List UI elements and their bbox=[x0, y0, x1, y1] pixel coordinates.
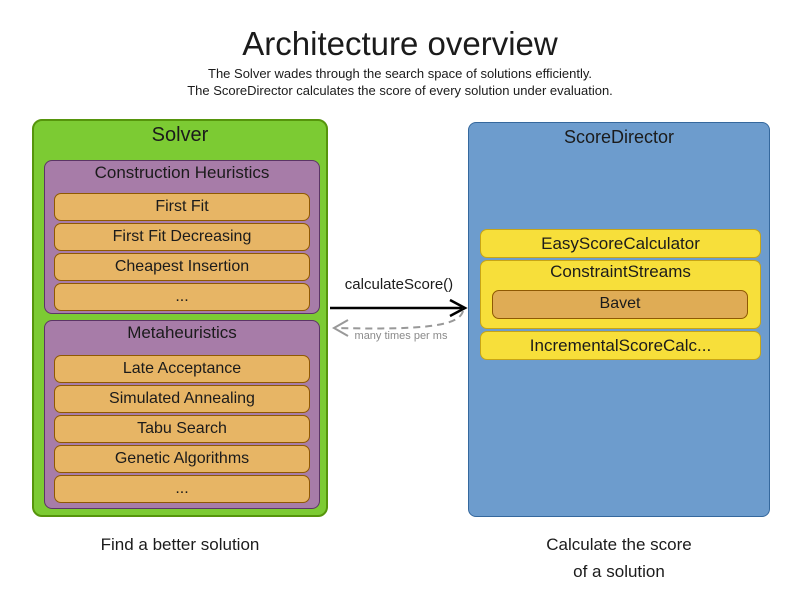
calculate-score-arrow-label: calculateScore() bbox=[344, 276, 454, 293]
construction-heuristics-label: Construction Heuristics bbox=[94, 163, 270, 182]
score-director-caption-line1: Calculate the score bbox=[546, 535, 692, 554]
construction-item: Cheapest Insertion bbox=[54, 253, 310, 281]
subtitle-line-2: The ScoreDirector calculates the score o… bbox=[187, 83, 613, 98]
metaheuristic-item: ... bbox=[54, 475, 310, 503]
construction-item: First Fit Decreasing bbox=[54, 223, 310, 251]
construction-heuristics-box: Construction Heuristics First Fit First … bbox=[44, 160, 320, 314]
score-director-box-title: ScoreDirector bbox=[563, 127, 675, 147]
score-director-box: ScoreDirector EasyScoreCalculator Constr… bbox=[468, 122, 770, 517]
constraint-streams-box: ConstraintStreams Bavet bbox=[480, 260, 761, 329]
construction-item: ... bbox=[54, 283, 310, 311]
construction-item: First Fit bbox=[54, 193, 310, 221]
solver-box-title: Solver bbox=[151, 124, 209, 146]
metaheuristic-item: Late Acceptance bbox=[54, 355, 310, 383]
solver-caption: Find a better solution bbox=[100, 535, 260, 554]
metaheuristics-box: Metaheuristics Late Acceptance Simulated… bbox=[44, 320, 320, 509]
score-director-caption: Calculate the score of a solution bbox=[468, 531, 770, 585]
bavet-box: Bavet bbox=[492, 290, 748, 319]
easy-score-calculator-box: EasyScoreCalculator bbox=[480, 229, 761, 258]
metaheuristic-item: Genetic Algorithms bbox=[54, 445, 310, 473]
score-director-caption-line2: of a solution bbox=[573, 562, 665, 581]
subtitle-line-1: The Solver wades through the search spac… bbox=[208, 66, 592, 81]
metaheuristic-item: Tabu Search bbox=[54, 415, 310, 443]
metaheuristic-item: Simulated Annealing bbox=[54, 385, 310, 413]
incremental-score-calculator-box: IncrementalScoreCalc... bbox=[480, 331, 761, 360]
solver-box: Solver Construction Heuristics First Fit… bbox=[32, 119, 328, 517]
arrow-frequency-label: many times per ms bbox=[354, 330, 448, 342]
metaheuristics-label: Metaheuristics bbox=[127, 323, 237, 342]
calculate-score-arrow bbox=[330, 298, 468, 318]
page-title: Architecture overview bbox=[242, 25, 558, 62]
constraint-streams-label: ConstraintStreams bbox=[550, 262, 691, 281]
